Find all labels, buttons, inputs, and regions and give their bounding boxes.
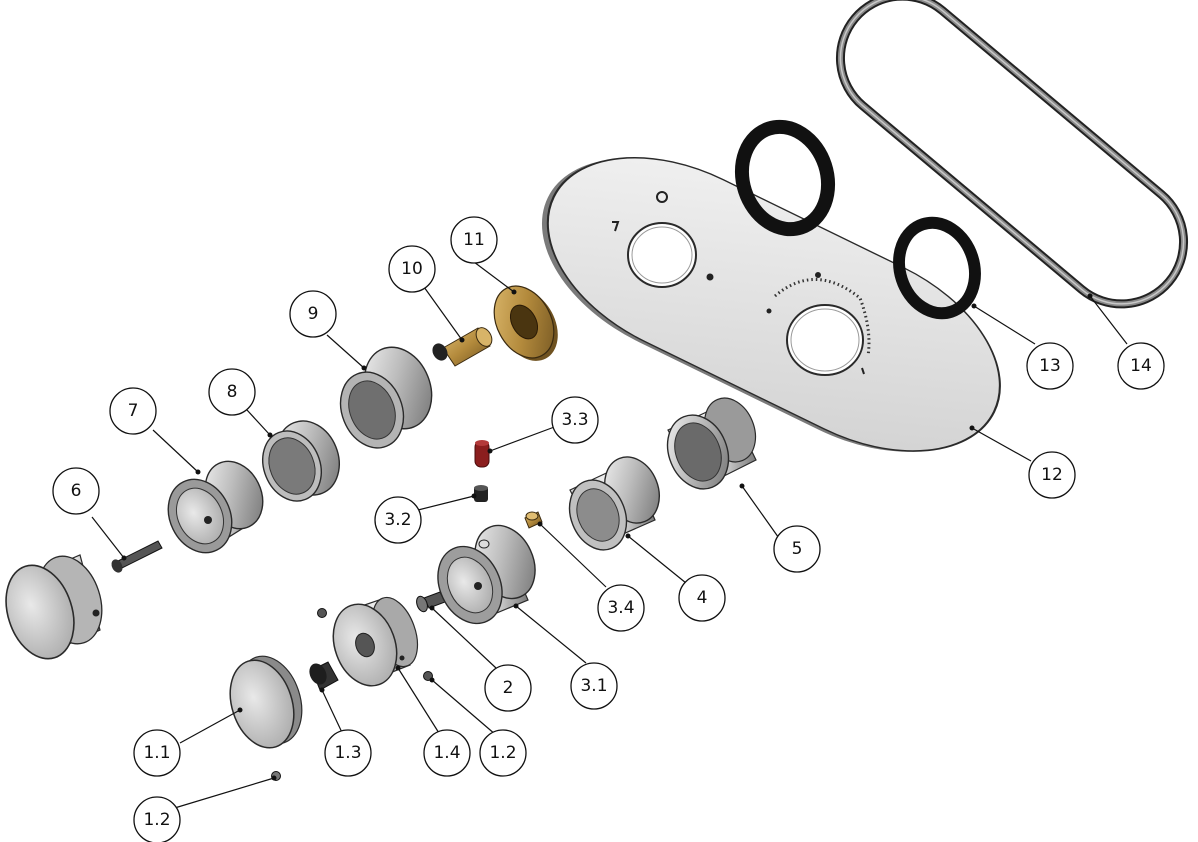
callout-label: 2 <box>503 678 514 698</box>
callout-label: 10 <box>401 259 423 279</box>
callout-label: 1.3 <box>334 743 361 763</box>
callout-3-4: 3.4 <box>597 584 645 632</box>
gasket-oval-part <box>835 0 1189 309</box>
hub-part <box>332 596 419 687</box>
brass-screw-part <box>524 511 543 529</box>
callout-12: 12 <box>1028 451 1076 499</box>
escutcheon-ring-part <box>666 397 757 490</box>
callout-2: 2 <box>484 664 532 712</box>
callout-label: 3.4 <box>607 598 634 618</box>
callout-label: 3.2 <box>384 510 411 530</box>
callout-label: 8 <box>227 382 238 402</box>
valve-body-part <box>437 524 536 625</box>
callout-label: 5 <box>792 539 803 559</box>
callout-label: 4 <box>697 588 708 608</box>
red-pin-part <box>474 440 490 468</box>
callout-1-4: 1.4 <box>423 729 471 777</box>
callout-6: 6 <box>52 467 100 515</box>
short-screw-part <box>416 591 446 613</box>
adapter-ring-part <box>262 420 340 502</box>
callout-1-3: 1.3 <box>324 729 372 777</box>
callout-label: 12 <box>1041 465 1063 485</box>
callout-7: 7 <box>109 387 157 435</box>
seal-ring-upper-part <box>734 119 836 237</box>
callout-label: 6 <box>71 481 82 501</box>
callout-label: 7 <box>128 401 139 421</box>
callout-3-3: 3.3 <box>551 396 599 444</box>
callout-1-2-bottom: 1.2 <box>133 796 181 842</box>
callout-5: 5 <box>773 525 821 573</box>
callout-14: 14 <box>1117 342 1165 390</box>
callout-label: 3.3 <box>561 410 588 430</box>
threaded-insert-part <box>309 661 339 691</box>
cap-disc-part <box>229 655 303 749</box>
cover-plate-part <box>541 156 1001 452</box>
brass-washer-part <box>493 285 558 361</box>
callout-label: 9 <box>308 304 319 324</box>
handle-body-part <box>167 460 264 554</box>
callout-10: 10 <box>388 245 436 293</box>
set-screw-part <box>317 608 327 618</box>
callout-label: 1.2 <box>489 743 516 763</box>
long-screw-part <box>111 540 163 573</box>
callout-11: 11 <box>450 216 498 264</box>
callout-3-2: 3.2 <box>374 496 422 544</box>
callout-label: 13 <box>1039 356 1061 376</box>
callout-label: 3.1 <box>580 676 607 696</box>
callout-1-2-right: 1.2 <box>479 729 527 777</box>
callout-13: 13 <box>1026 342 1074 390</box>
seal-ring-lower-part <box>893 216 981 320</box>
callout-9: 9 <box>289 290 337 338</box>
callout-8: 8 <box>208 368 256 416</box>
sleeve-nut-part <box>339 346 433 449</box>
callout-label: 1.1 <box>143 743 170 763</box>
callout-label: 11 <box>463 230 485 250</box>
callout-label: 1.4 <box>433 743 460 763</box>
grub-screw-part <box>474 485 488 502</box>
leader-arrowheads <box>121 289 1093 781</box>
knob-assembly-part <box>5 554 103 660</box>
callout-4: 4 <box>678 574 726 622</box>
callout-3-1: 3.1 <box>570 662 618 710</box>
sleeve-part <box>568 456 660 551</box>
callout-label: 1.2 <box>143 810 170 830</box>
brass-pin-part <box>432 327 493 367</box>
leader-lines <box>91 261 1128 811</box>
callout-1-1: 1.1 <box>133 729 181 777</box>
callout-label: 14 <box>1130 356 1152 376</box>
